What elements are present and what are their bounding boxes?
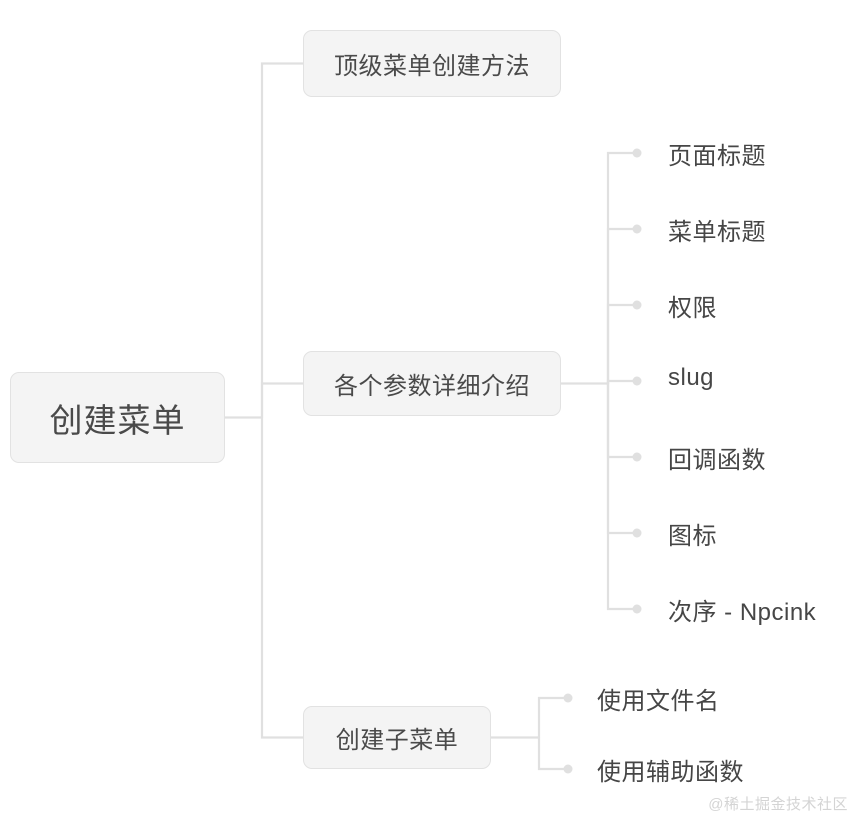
mindmap-root-node[interactable]: 创建菜单 [10, 372, 225, 463]
branch-node-1[interactable]: 顶级菜单创建方法 [303, 30, 561, 97]
leaf-node-2-6[interactable]: 图标 [668, 523, 717, 550]
watermark-text: @稀土掘金技术社区 [708, 796, 848, 813]
leaf-node-3-1[interactable]: 使用文件名 [597, 688, 720, 715]
branch-node-3[interactable]: 创建子菜单 [303, 706, 491, 769]
branch-node-2[interactable]: 各个参数详细介绍 [303, 351, 561, 416]
leaf-node-2-4[interactable]: slug [668, 364, 715, 391]
leaf-node-2-3[interactable]: 权限 [668, 295, 717, 322]
leaf-node-2-1[interactable]: 页面标题 [668, 143, 766, 170]
leaf-node-2-7[interactable]: 次序 - Npcink [668, 599, 817, 626]
leaf-node-2-2[interactable]: 菜单标题 [668, 219, 766, 246]
leaf-node-3-2[interactable]: 使用辅助函数 [597, 759, 744, 786]
leaf-node-2-5[interactable]: 回调函数 [668, 447, 766, 474]
